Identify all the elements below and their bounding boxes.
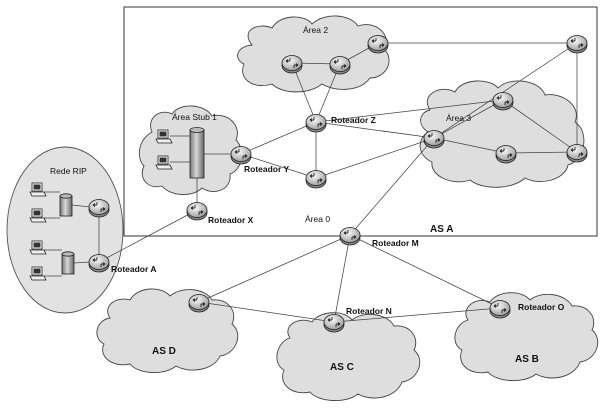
- roteador-x-label: Roteador X: [208, 215, 254, 225]
- as-a-boundary: [123, 6, 598, 237]
- router-icon: [367, 35, 389, 54]
- roteador-o-label: Roteador O: [518, 302, 565, 312]
- as-c-cloud: [276, 312, 421, 401]
- roteador-y-label: Roteador Y: [244, 164, 290, 174]
- server-icon: [189, 127, 205, 179]
- roteador-n-label: Roteador N: [346, 306, 392, 316]
- server-icon: [59, 193, 73, 217]
- router-o-icon: [489, 300, 511, 319]
- router-y-icon: [230, 146, 252, 165]
- as-a-label: AS A: [430, 224, 454, 235]
- router-a-icon: [88, 254, 110, 273]
- connection-lines: [44, 42, 578, 323]
- router-icon: [492, 92, 514, 111]
- area2-cloud: [237, 15, 390, 93]
- router-icon: [305, 170, 327, 189]
- router-z-icon: [305, 114, 327, 133]
- area3-cloud: [419, 80, 585, 188]
- area-stub1-label: Área Stub 1: [172, 112, 217, 122]
- router-icon: [329, 56, 351, 75]
- router-n-icon: [323, 314, 345, 333]
- area2-label: Área 2: [303, 25, 328, 35]
- router-icon: [566, 35, 588, 54]
- router-icon: [423, 130, 445, 149]
- as-c-label: AS C: [330, 362, 354, 373]
- area0-label: Área 0: [305, 214, 330, 224]
- as-d-label: AS D: [152, 346, 176, 357]
- as-d-cloud: [96, 288, 239, 373]
- server-icon: [61, 251, 75, 275]
- as-b-label: AS B: [515, 354, 539, 365]
- router-icon: [495, 145, 517, 164]
- router-icon: [88, 199, 110, 218]
- as-b-cloud: [454, 292, 599, 381]
- router-icon: [281, 55, 303, 74]
- router-m-icon: [339, 227, 361, 246]
- router-icon: [566, 144, 588, 163]
- router-x-icon: [186, 202, 208, 221]
- roteador-z-label: Roteador Z: [331, 115, 376, 125]
- rede-rip-label: Rede RIP: [50, 166, 87, 176]
- roteador-a-label: Roteador A: [111, 264, 157, 274]
- area3-label: Área 3: [446, 113, 471, 123]
- router-icon: [188, 294, 210, 313]
- roteador-m-label: Roteador M: [372, 238, 419, 248]
